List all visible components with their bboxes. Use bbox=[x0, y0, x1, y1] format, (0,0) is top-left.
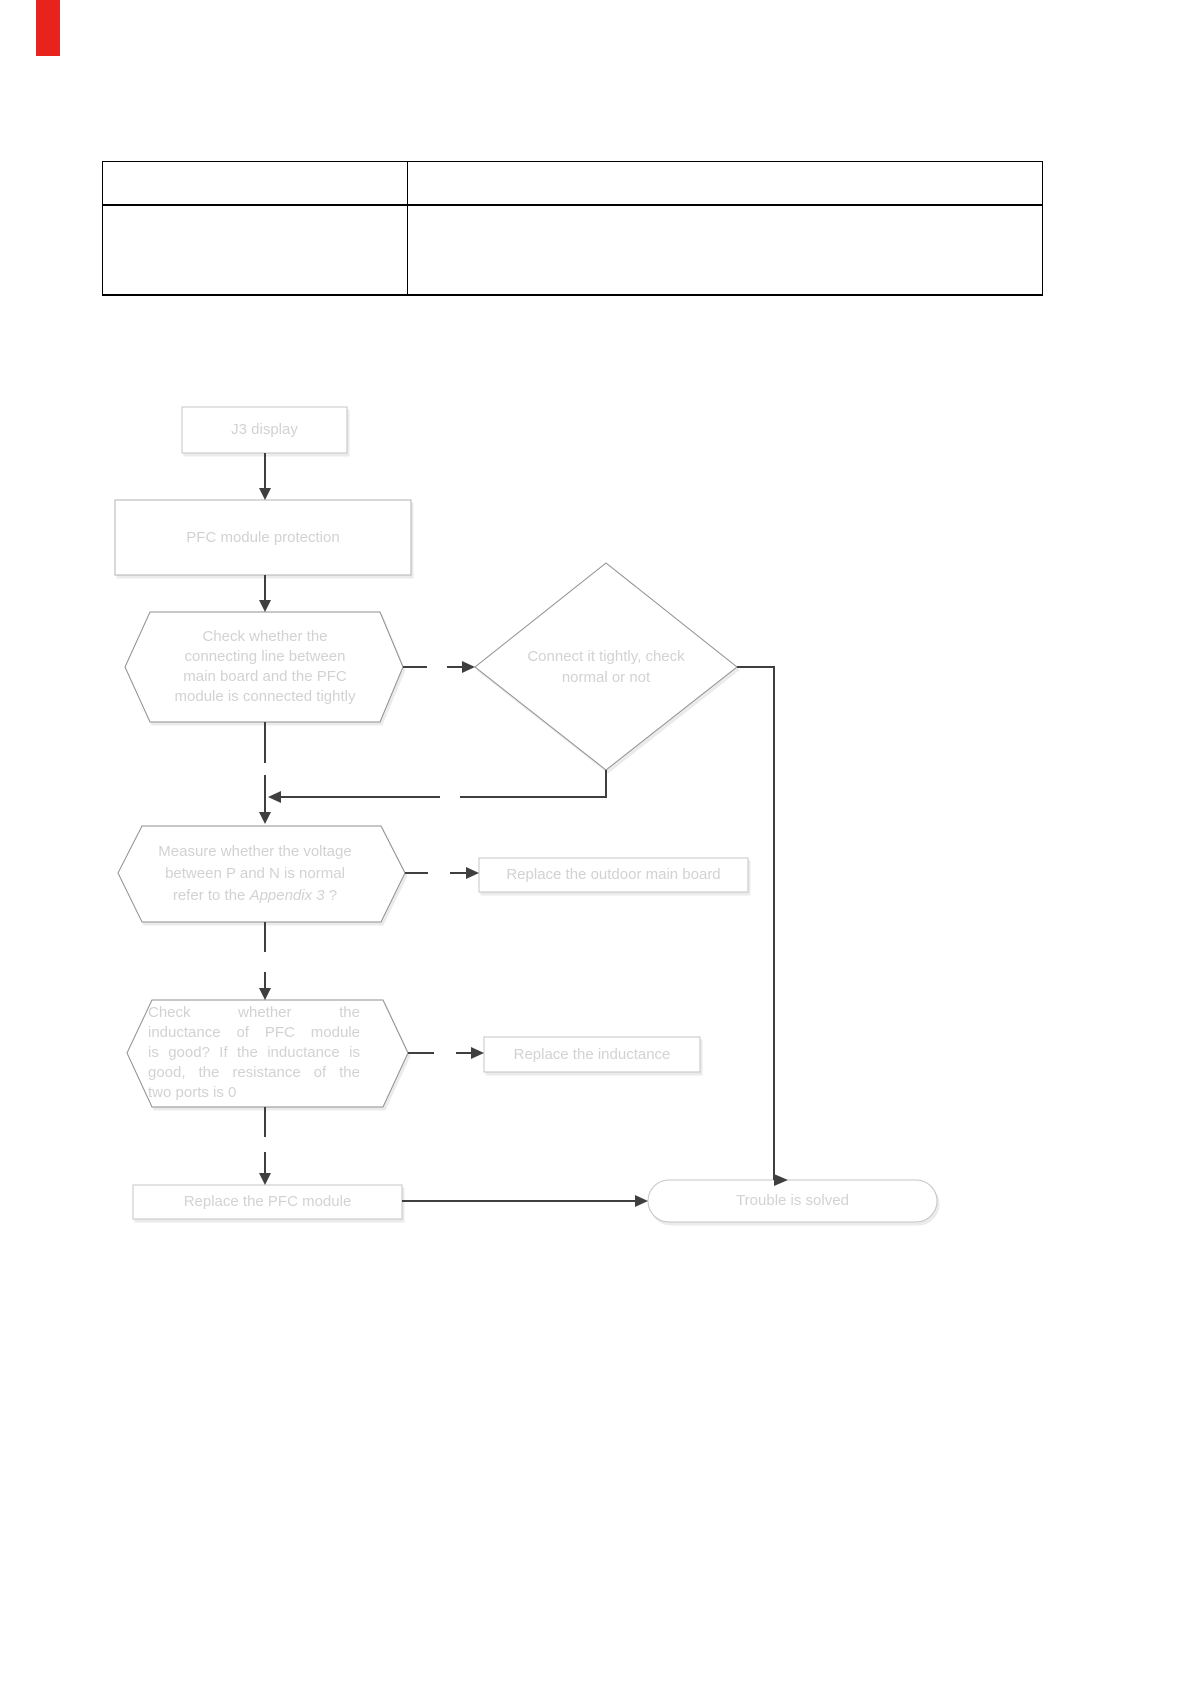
label-pfc-protection: PFC module protection bbox=[186, 528, 340, 546]
hex3-line-1: Check whether the bbox=[148, 1004, 360, 1021]
diamond-line-1: Connect it tightly, check bbox=[527, 648, 685, 665]
hex3-line-3: is good? If the inductance is bbox=[148, 1044, 360, 1061]
label-j3-display: J3 display bbox=[231, 421, 298, 438]
diamond-line-2: normal or not bbox=[561, 669, 651, 686]
hex2-line-3-prefix: refer to the bbox=[172, 887, 250, 904]
hex2-line-1: Measure whether the voltage bbox=[158, 843, 352, 860]
hex3-line-5: two ports is 0 bbox=[148, 1084, 237, 1101]
info-table bbox=[102, 161, 1043, 296]
table-header-cell-1 bbox=[103, 162, 408, 204]
connector-diamond-to-trouble-solved bbox=[737, 666, 788, 1186]
hex1-line-4: module is connected tightly bbox=[174, 688, 356, 705]
connector-hex1-to-diamond bbox=[403, 661, 475, 673]
process-box-replace-inductance bbox=[483, 1036, 701, 1073]
process-box-replace-main-board bbox=[478, 857, 749, 893]
connector-hex3-to-replace-pfc bbox=[259, 1107, 271, 1185]
hex1-line-1: Check whether the bbox=[202, 628, 328, 645]
table-body-row bbox=[103, 206, 1042, 294]
table-body-cell-1 bbox=[103, 206, 408, 294]
process-box-j3-display bbox=[181, 406, 348, 454]
revision-mark bbox=[36, 0, 60, 56]
connector-hex3-to-replace-inductance bbox=[408, 1047, 484, 1059]
label-hex-connecting-line: Check whether the connecting line betwee… bbox=[135, 612, 395, 722]
connector-replace-pfc-to-trouble-solved bbox=[402, 1195, 648, 1207]
hex2-line-3-appendix: Appendix 3 bbox=[249, 887, 325, 904]
connector-j3-to-protection bbox=[259, 453, 271, 500]
connector-diamond-loopback bbox=[268, 770, 607, 803]
hex3-lines: Check whether the inductance of PFC modu… bbox=[148, 1003, 360, 1103]
label-hex-inductance: Check whether the inductance of PFC modu… bbox=[148, 1003, 360, 1103]
process-box-replace-pfc-module bbox=[132, 1184, 403, 1220]
label-replace-pfc-module: Replace the PFC module bbox=[183, 1193, 352, 1210]
hex2-line-3: refer to the Appendix 3 ? bbox=[173, 885, 337, 907]
label-diamond-connect: Connect it tightly, check normal or not bbox=[486, 645, 726, 689]
hex1-line-2: connecting line between bbox=[184, 648, 346, 665]
label-replace-inductance: Replace the inductance bbox=[513, 1045, 671, 1063]
hex1-line-3: main board and the PFC bbox=[183, 668, 347, 685]
label-trouble-solved: Trouble is solved bbox=[736, 1192, 849, 1209]
connector-hex2-to-hex3 bbox=[259, 922, 271, 1000]
hex3-line-2: inductance of PFC module bbox=[148, 1024, 360, 1041]
connector-protection-to-hex1 bbox=[259, 575, 271, 612]
label-hex-measure-voltage: Measure whether the voltage between P an… bbox=[125, 826, 385, 922]
table-header-row bbox=[103, 162, 1042, 206]
hex2-line-2: between P and N is normal bbox=[165, 865, 345, 882]
hex3-line-4: good, the resistance of the bbox=[148, 1064, 360, 1081]
connector-hex2-to-replace-main-board bbox=[405, 867, 479, 879]
hex2-line-3-suffix: ? bbox=[324, 887, 338, 904]
process-box-pfc-protection bbox=[114, 499, 412, 576]
label-replace-main-board: Replace the outdoor main board bbox=[506, 866, 721, 883]
connector-hex1-to-hex2 bbox=[259, 722, 271, 824]
